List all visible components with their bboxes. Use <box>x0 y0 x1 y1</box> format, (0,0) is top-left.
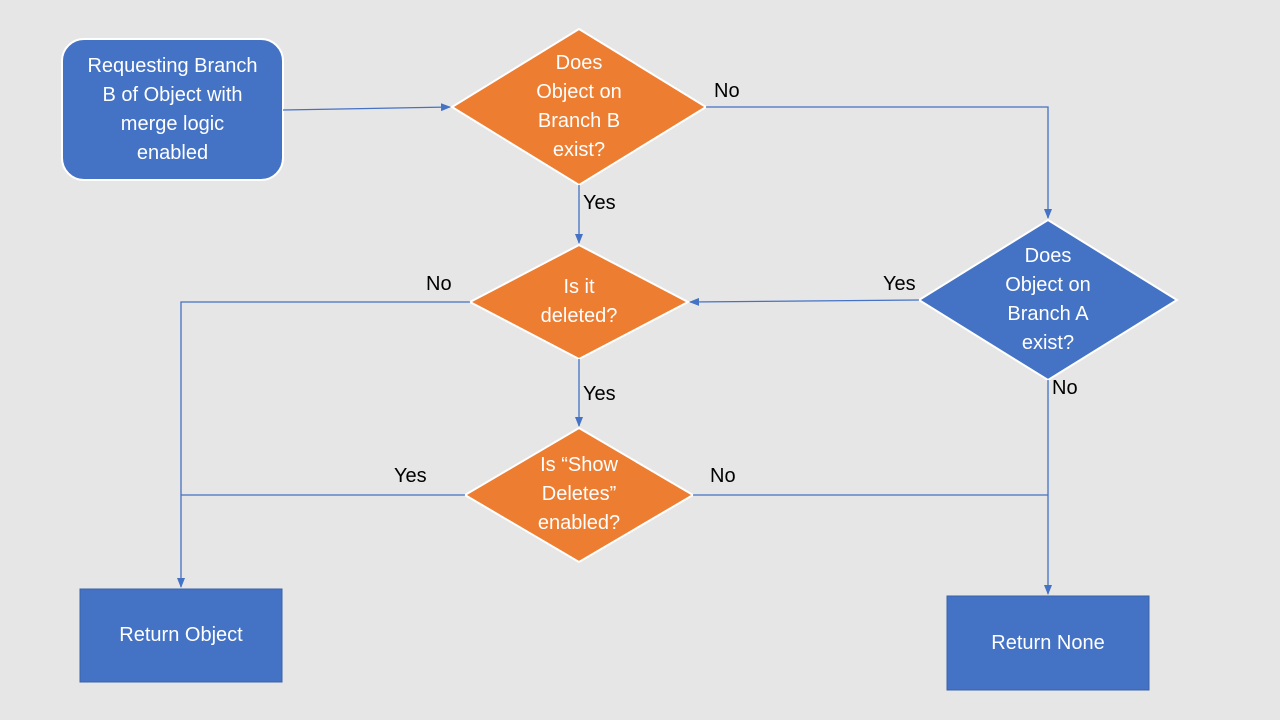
return-none-node: Return None <box>991 631 1105 654</box>
edge-label-show-yes: Yes <box>394 465 427 487</box>
edge-branch-a-yes <box>689 297 920 306</box>
edge-label-branch-a-yes: Yes <box>883 273 916 295</box>
edge-label-show-no: No <box>710 465 736 487</box>
branch-a-exists-decision: Does Object on Branch A exist? <box>1005 245 1091 354</box>
edge-branch-b-no <box>706 106 1052 219</box>
edge-label-deleted-no: No <box>426 273 452 295</box>
edge-start-to-branch-b <box>282 103 451 112</box>
return-none-shape <box>946 595 1150 691</box>
is-deleted-decision: Is it deleted? <box>540 276 618 327</box>
start-node: Requesting Branch B of Object with merge… <box>87 54 258 164</box>
return-object-shape <box>79 588 283 683</box>
show-deletes-diamond <box>463 426 695 564</box>
branch-b-exists-decision: Does Object on Branch B exist? <box>536 52 622 161</box>
return-object-node: Return Object <box>119 624 243 646</box>
edge-label-branch-b-no: No <box>714 80 740 102</box>
edge-label-branch-a-no: No <box>1052 377 1078 399</box>
edge-label-deleted-yes: Yes <box>583 383 616 405</box>
show-deletes-decision: Is “Show Deletes” enabled? <box>537 453 621 534</box>
edge-label-branch-b-yes: Yes <box>583 192 616 214</box>
edge-deleted-no <box>177 301 470 588</box>
